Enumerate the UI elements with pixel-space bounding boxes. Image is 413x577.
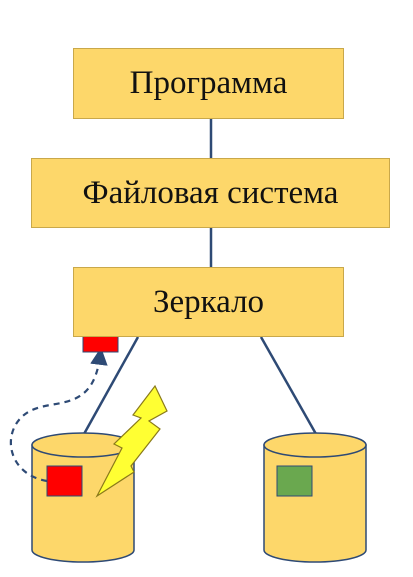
program-label: Программа <box>129 65 288 101</box>
healthy-data-block-right-disk <box>276 465 313 497</box>
lightning-icon <box>95 384 168 498</box>
right-disk <box>263 432 367 563</box>
mirror-box: Зеркало <box>73 267 344 337</box>
filesystem-label: Файловая система <box>82 174 339 211</box>
filesystem-box: Файловая система <box>31 158 390 228</box>
failed-data-block-left-disk <box>46 465 83 497</box>
connector-mirror-right-disk <box>259 336 318 435</box>
dashed-recovery-arrow <box>9 347 108 483</box>
left-disk <box>31 432 135 563</box>
program-box: Программа <box>73 48 344 119</box>
connector-mirror-left-disk <box>82 336 140 435</box>
mirror-label: Зеркало <box>152 283 265 320</box>
